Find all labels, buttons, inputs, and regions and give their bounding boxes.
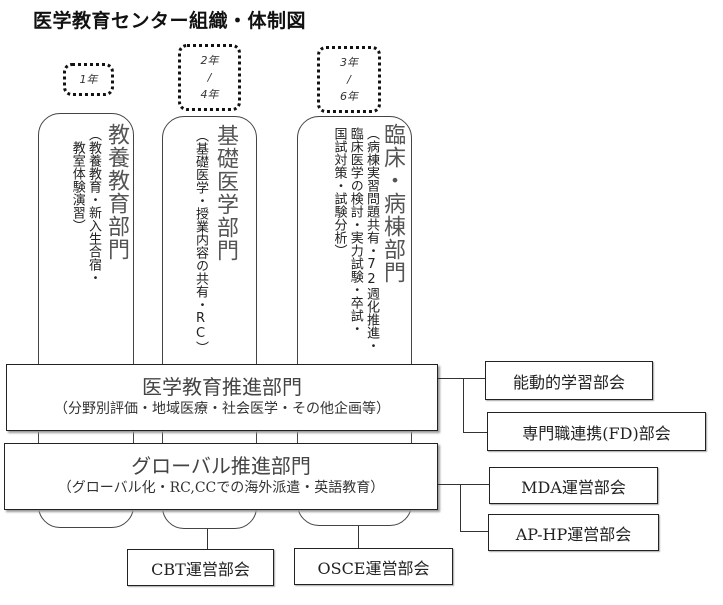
division-description: （グローバル化・RC,CCでの海外派遣・英語教育） (57, 480, 385, 496)
committee-ap-hp: AP-HP運営部会 (488, 514, 659, 551)
department-description: （基礎医学・授業内容の共有・RC） (193, 129, 208, 354)
connector-line (463, 378, 464, 433)
diagram-title: 医学教育センター組織・体制図 (33, 10, 307, 32)
connector-line (463, 432, 488, 433)
year-badge-2-4: 2年 / 4年 (178, 44, 241, 111)
connector-line (438, 484, 489, 485)
division-description: （分野別評価・地域医療・社会医学・その他企画等） (54, 401, 390, 417)
year-label: 2年 (200, 53, 219, 67)
committee-osce: OSCE運営部会 (294, 548, 453, 585)
year-label: 3年 (340, 55, 358, 69)
connector-line (460, 531, 489, 532)
year-label: 1年 (79, 72, 98, 86)
committee-cbt: CBT運営部会 (127, 549, 274, 586)
connector-line (207, 529, 208, 550)
department-name: 教養教育部門 (104, 123, 129, 261)
connector-line (358, 526, 359, 549)
division-global-promotion: グローバル推進部門 （グローバル化・RC,CCでの海外派遣・英語教育） (4, 443, 438, 510)
committee-active-learning: 能動的学習部会 (485, 361, 653, 400)
year-badge-1: 1年 (63, 63, 114, 96)
year-separator: / (347, 72, 351, 86)
committee-mda: MDA運営部会 (489, 467, 658, 504)
department-name: 基礎医学部門 (213, 124, 238, 262)
year-label: 6年 (340, 90, 358, 104)
year-badge-3-6: 3年 / 6年 (317, 46, 381, 113)
division-name: グローバル推進部門 (131, 454, 311, 478)
committee-interprofessional-fd: 専門職連携(FD)部会 (487, 412, 706, 451)
department-name: 臨床・病棟部門 (380, 123, 405, 284)
department-description: （病棟実習問題共有・72週化推進・ 臨床医学の検討・実力試験・卒試・ 国試対策・… (331, 127, 380, 352)
year-label: 4年 (200, 88, 219, 102)
division-name: 医学教育推進部門 (142, 375, 302, 399)
department-description: （教養教育・新入生合宿・ 教室体験演習） (69, 128, 101, 284)
year-separator: / (207, 70, 212, 84)
connector-line (438, 378, 486, 379)
division-medical-education-promotion: 医学教育推進部門 （分野別評価・地域医療・社会医学・その他企画等） (6, 364, 438, 431)
connector-line (460, 484, 461, 532)
